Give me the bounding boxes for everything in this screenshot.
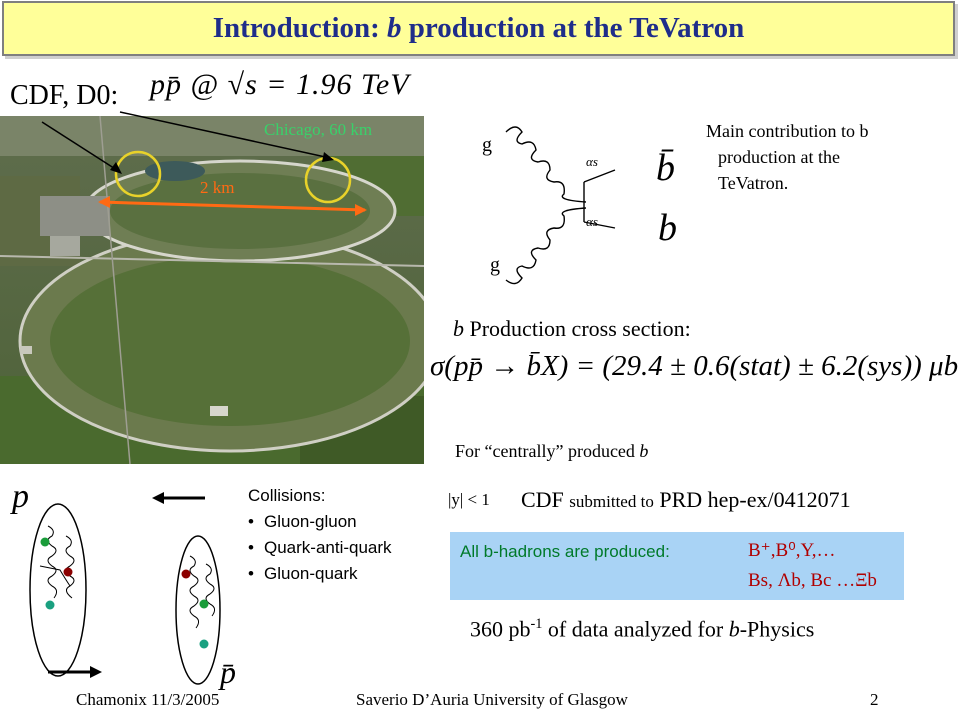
data-analyzed-mid: of data analyzed for xyxy=(542,616,729,642)
experiments-label: CDF, D0: xyxy=(10,80,119,111)
cross-section-heading-rest: Production cross section: xyxy=(464,316,691,341)
hadrons-line1: B⁺,B⁰,Υ,… xyxy=(748,540,836,561)
hadrons-line2: Bs, Λb, Bc …Ξb xyxy=(748,570,877,591)
data-analyzed-suffix: -Physics xyxy=(739,616,815,642)
collision-drawing xyxy=(29,492,221,685)
hadrons-label: All b-hadrons are produced: xyxy=(460,542,670,561)
collision-sketch: p p̄ xyxy=(0,476,260,690)
title-italic: b xyxy=(387,12,402,44)
cross-section-heading-b: b xyxy=(453,316,464,341)
cdf-ref-name: CDF xyxy=(521,487,564,512)
chicago-label: Chicago, 60 km xyxy=(264,120,373,139)
collision-type-item: Gluon-quark xyxy=(248,561,392,587)
rapidity-cut: |y| < 1 xyxy=(448,490,490,509)
main-contribution-line2: production at the xyxy=(718,147,840,167)
collision-type-item: Quark-anti-quark xyxy=(248,535,392,561)
central-production-note: For “centrally” produced b xyxy=(455,441,648,462)
main-contribution-line1: Main contribution to b xyxy=(706,121,869,141)
beam-formula-text: pp̄ @ √s = 1.96 TeV xyxy=(150,68,410,101)
bbar-quark-label: b̄ xyxy=(656,147,675,189)
collision-type-item: Gluon-gluon xyxy=(248,509,392,535)
cross-section-heading: b Production cross section: xyxy=(453,316,691,342)
main-contribution-text: Main contribution to b production at the… xyxy=(706,118,868,196)
coupling-label-upper: αs xyxy=(586,154,598,169)
footer-author: Saverio D’Auria University of Glasgow xyxy=(356,690,628,709)
feynman-diagram: g g αs αs b̄ b xyxy=(470,110,700,290)
aerial-photo-drawing xyxy=(0,116,424,464)
central-note-prefix: For “centrally” produced xyxy=(455,441,640,461)
cdf-marker xyxy=(114,150,162,198)
title-prefix: Introduction: xyxy=(212,12,388,44)
distance-label: 2 km xyxy=(200,178,235,197)
antiproton-bunch xyxy=(175,535,221,685)
b-quark-label: b xyxy=(658,207,677,249)
gluon-label-upper: g xyxy=(482,134,492,156)
data-amount: 360 pb xyxy=(470,616,531,642)
feynman-lines xyxy=(505,126,616,285)
data-analyzed-text: 360 pb-1 of data analyzed for b-Physics xyxy=(470,616,814,642)
antiproton-label: p̄ xyxy=(220,654,236,690)
footer-event: Chamonix 11/3/2005 xyxy=(76,690,220,709)
collisions-list: Collisions: Gluon-gluon Quark-anti-quark… xyxy=(248,483,392,587)
proton-bunch xyxy=(29,503,87,677)
cdf-ref-submitted: submitted to xyxy=(569,492,654,511)
collisions-title: Collisions: xyxy=(248,486,326,505)
data-analyzed-b: b xyxy=(728,616,740,642)
title-suffix: production at the TeVatron xyxy=(401,12,745,44)
central-note-b: b xyxy=(639,441,649,461)
title-banner: Introduction: b production at the TeVatr… xyxy=(2,1,955,56)
cross-section-formula: σ(pp̄ → b̄X) = (29.4 ± 0.6(stat) ± 6.2(s… xyxy=(430,350,959,382)
b-hadrons-box: All b-hadrons are produced: B⁺,B⁰,Υ,… Bs… xyxy=(450,532,904,600)
proton-label: p xyxy=(12,478,29,515)
data-amount-exponent: -1 xyxy=(530,616,543,632)
beam-energy-formula: pp̄ @ √s = 1.96 TeV xyxy=(150,68,410,102)
distance-arrow xyxy=(99,200,366,212)
footer-page-number: 2 xyxy=(870,690,879,709)
slide-title: Introduction: b production at the TeVatr… xyxy=(4,3,953,54)
tevatron-aerial-photo: Chicago, 60 km 2 km xyxy=(0,116,424,464)
collision-types: Gluon-gluon Quark-anti-quark Gluon-quark xyxy=(248,509,392,587)
main-contribution-line3: TeVatron. xyxy=(718,173,789,193)
coupling-label-lower: αs xyxy=(586,214,598,229)
gluon-label-lower: g xyxy=(490,254,500,276)
cdf-ref-journal: PRD hep-ex/0412071 xyxy=(659,487,851,512)
cdf-reference: CDF submitted to PRD hep-ex/0412071 xyxy=(521,487,851,513)
